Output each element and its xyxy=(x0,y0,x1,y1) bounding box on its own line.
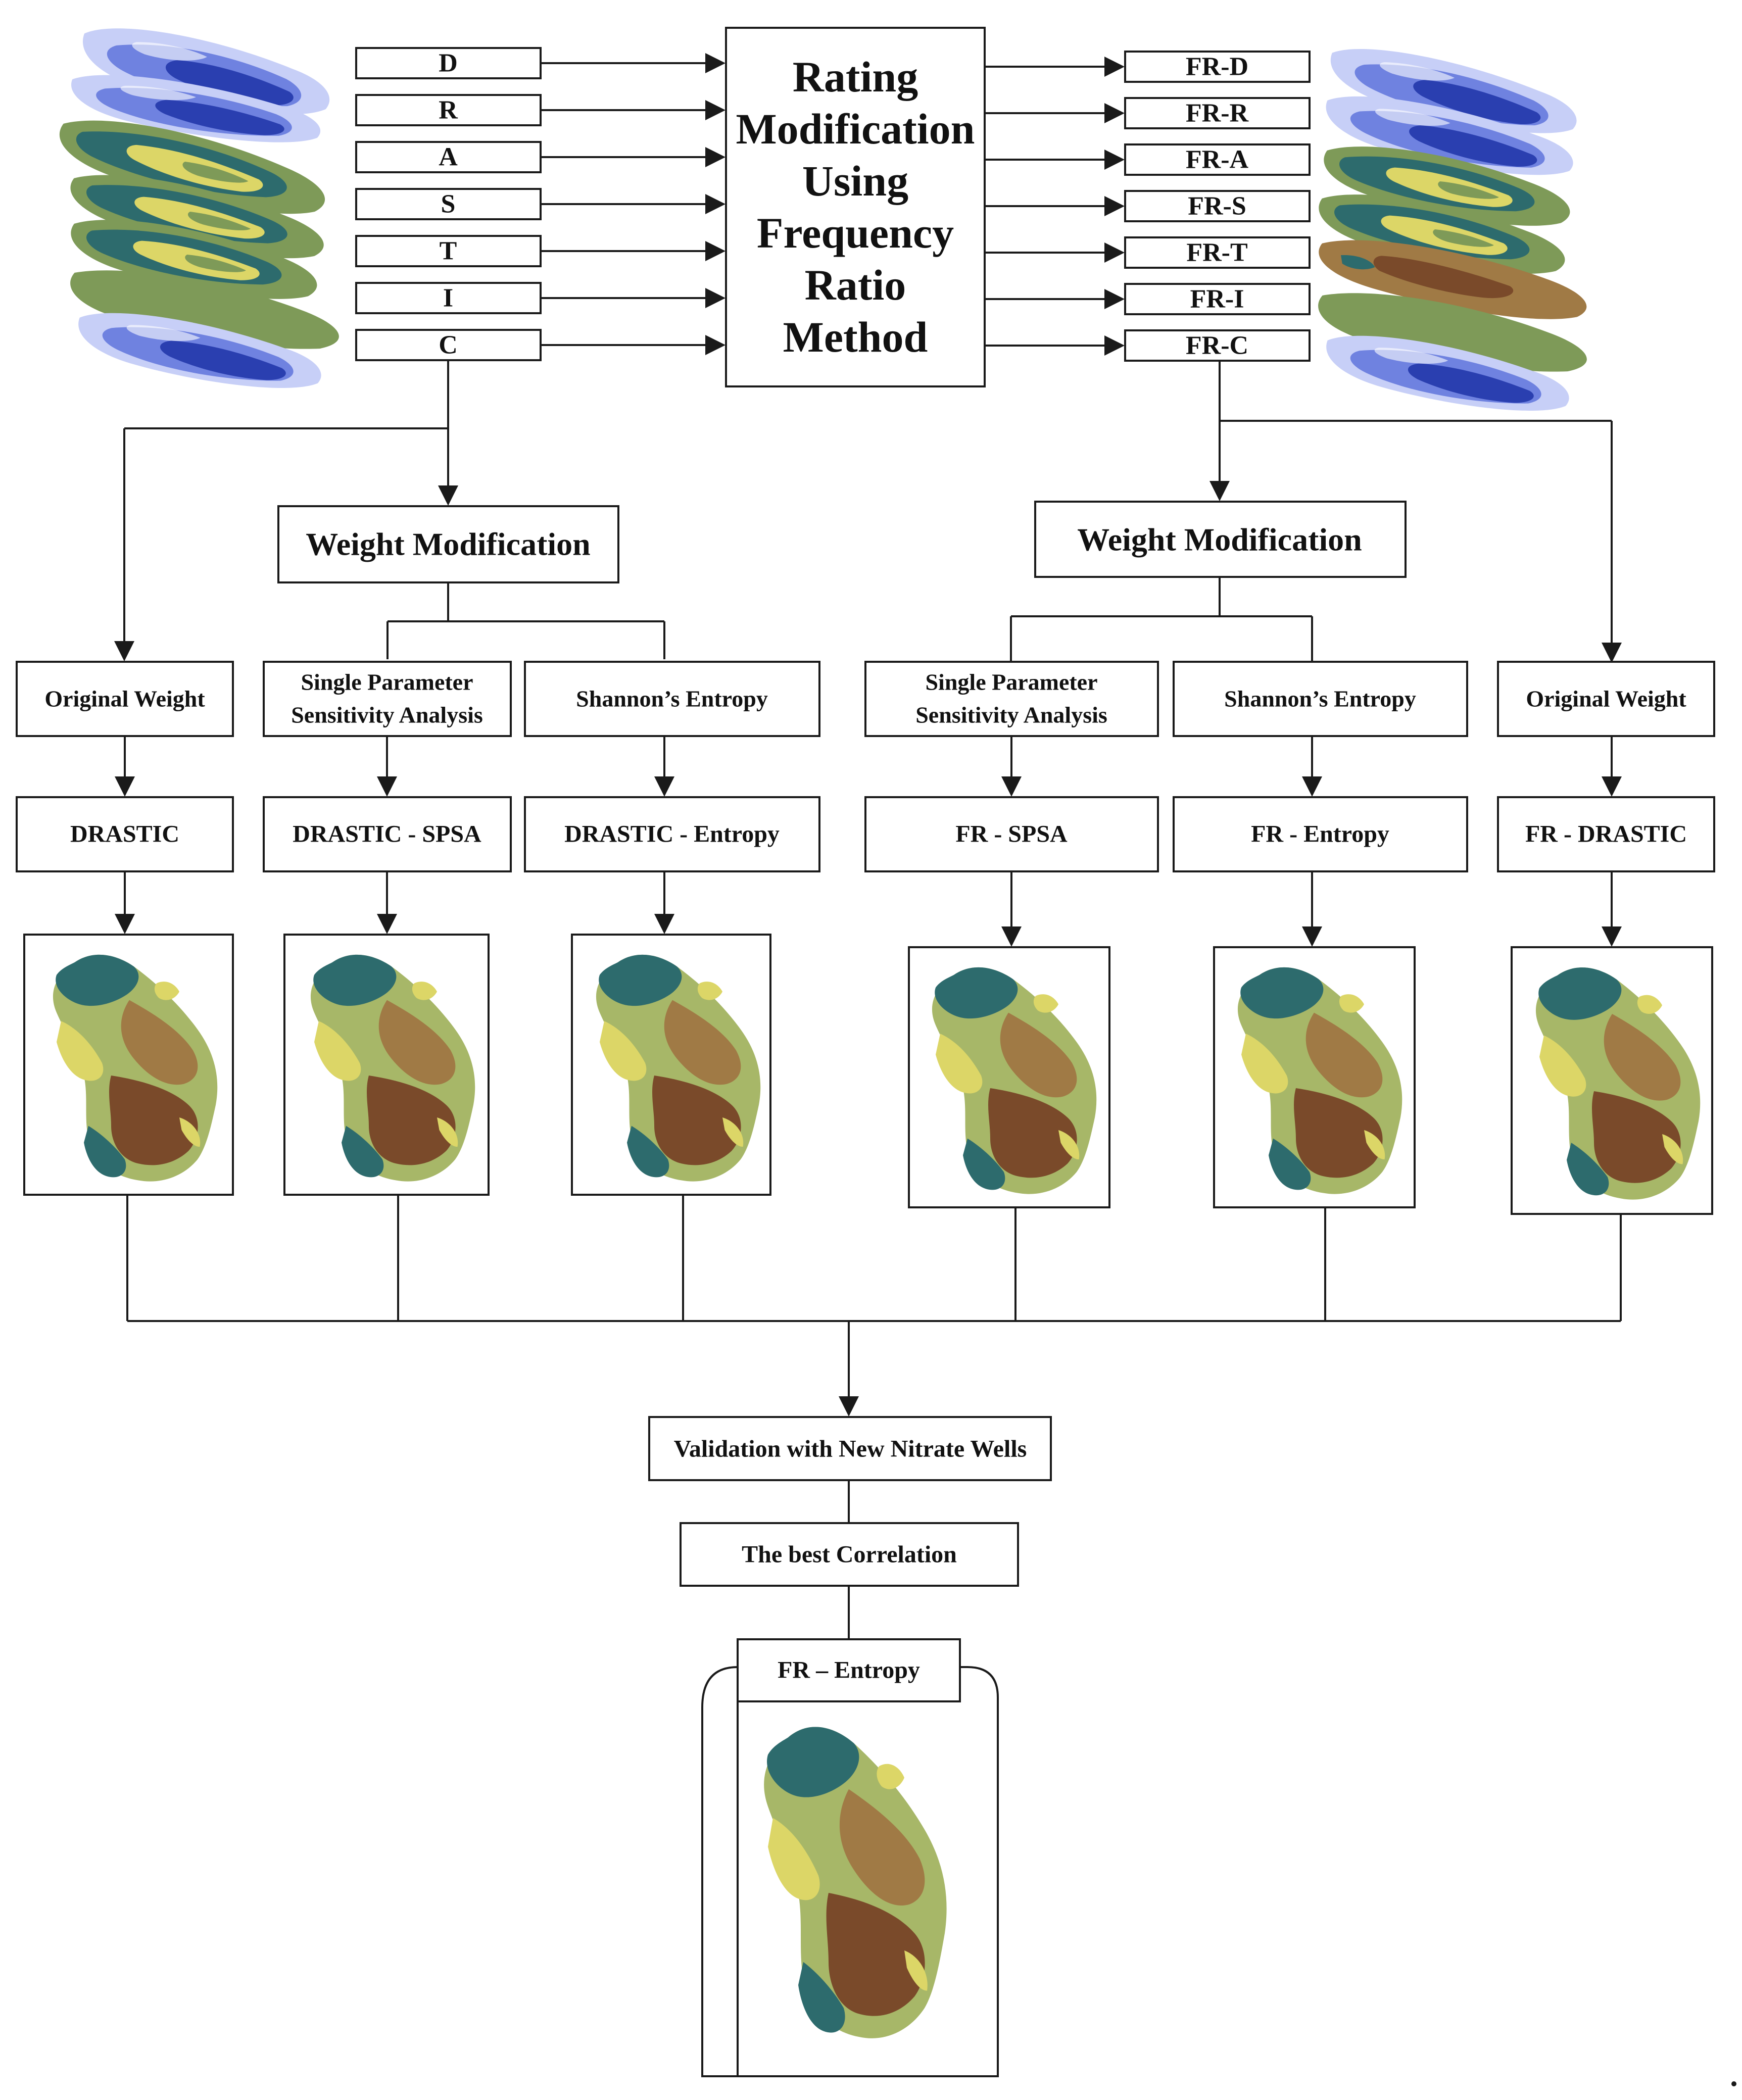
input-parameter-maps-left xyxy=(52,21,339,395)
best-correlation-label: The best Correlation xyxy=(742,1541,957,1568)
fr-label-a: FR-A xyxy=(1186,145,1249,174)
model-fr-entropy: FR - Entropy xyxy=(1173,796,1468,872)
right-branch-connectors xyxy=(1010,361,1622,663)
method-spsa-right: Single Parameter Sensitivity Analysis xyxy=(864,661,1159,737)
method-spsa-right-line1: Single Parameter xyxy=(925,669,1097,695)
method-original-weight-right-label: Original Weight xyxy=(1526,686,1686,712)
model-fr-drastic-label: FR - DRASTIC xyxy=(1525,821,1687,848)
left-weight-modification-box: Weight Modification xyxy=(277,505,619,583)
method-original-weight-left-label: Original Weight xyxy=(44,686,205,712)
input-label-r: R xyxy=(439,96,458,125)
merge-connectors xyxy=(126,1195,1622,1417)
right-weight-modification-box: Weight Modification xyxy=(1034,501,1407,578)
fr-box-s: FR-S xyxy=(1124,190,1311,222)
output-arrows xyxy=(985,57,1125,356)
input-box-t: T xyxy=(355,235,542,267)
input-box-c: C xyxy=(355,329,542,361)
model-drastic-entropy-label: DRASTIC - Entropy xyxy=(564,821,780,848)
model-drastic-spsa: DRASTIC - SPSA xyxy=(263,796,512,872)
best-correlation-box: The best Correlation xyxy=(680,1522,1019,1587)
left-branch-connectors xyxy=(114,360,665,661)
input-box-s: S xyxy=(355,188,542,220)
model-drastic-label: DRASTIC xyxy=(70,821,179,848)
method-entropy-left: Shannon’s Entropy xyxy=(524,661,820,737)
validation-label: Validation with New Nitrate Wells xyxy=(674,1436,1027,1462)
input-label-s: S xyxy=(441,190,456,219)
right-method-row: Single Parameter Sensitivity Analysis Sh… xyxy=(864,661,1715,737)
method-spsa-left-line2: Sensitivity Analysis xyxy=(291,702,483,728)
fr-label-s: FR-S xyxy=(1188,192,1246,221)
model-drastic-entropy: DRASTIC - Entropy xyxy=(524,796,820,872)
vulnerability-map-fr-spsa xyxy=(908,946,1110,1208)
method-original-weight-right: Original Weight xyxy=(1497,661,1715,737)
method-spsa-left: Single Parameter Sensitivity Analysis xyxy=(263,661,512,737)
final-result-panel: FR – Entropy xyxy=(701,1638,999,2077)
final-result-label: FR – Entropy xyxy=(778,1657,920,1684)
model-fr-spsa-label: FR - SPSA xyxy=(955,821,1068,848)
center-line-6: Method xyxy=(783,313,928,361)
vulnerability-map-drastic-spsa xyxy=(283,934,490,1196)
right-weight-modification-label: Weight Modification xyxy=(1077,522,1362,558)
rating-modification-box: Rating Modification Using Frequency Rati… xyxy=(725,27,986,387)
method-entropy-left-label: Shannon’s Entropy xyxy=(576,686,768,712)
model-drastic: DRASTIC xyxy=(16,796,234,872)
fr-label-t: FR-T xyxy=(1186,238,1247,267)
input-box-i: I xyxy=(355,282,542,314)
fr-box-a: FR-A xyxy=(1124,143,1311,176)
stray-dot xyxy=(1731,2081,1736,2086)
method-entropy-right-label: Shannon’s Entropy xyxy=(1224,686,1416,712)
input-label-i: I xyxy=(443,284,453,313)
method-entropy-right: Shannon’s Entropy xyxy=(1173,661,1468,737)
center-line-2: Modification xyxy=(736,105,975,153)
center-line-5: Ratio xyxy=(805,261,906,309)
input-label-c: C xyxy=(439,331,458,360)
input-label-a: A xyxy=(439,143,458,172)
vulnerability-map-drastic xyxy=(23,934,234,1196)
fr-box-d: FR-D xyxy=(1124,51,1311,83)
fr-parameter-maps-right xyxy=(1313,41,1587,418)
model-fr-entropy-label: FR - Entropy xyxy=(1251,821,1389,848)
input-box-a: A xyxy=(355,141,542,173)
model-fr-drastic: FR - DRASTIC xyxy=(1497,796,1715,872)
left-weight-modification-label: Weight Modification xyxy=(306,526,591,562)
fr-label-c: FR-C xyxy=(1186,331,1248,360)
method-spsa-left-line1: Single Parameter xyxy=(301,669,473,695)
input-label-d: D xyxy=(439,49,458,78)
input-parameter-list: D R A S T I C xyxy=(355,47,542,361)
left-method-row: Original Weight Single Parameter Sensiti… xyxy=(16,661,820,737)
center-line-3: Using xyxy=(802,157,908,205)
method-to-model-arrows xyxy=(115,736,1622,797)
fr-label-i: FR-I xyxy=(1190,285,1244,314)
vulnerability-map-fr-entropy xyxy=(1213,946,1416,1208)
fr-parameter-list: FR-D FR-R FR-A FR-S FR-T FR-I FR-C xyxy=(1124,51,1311,362)
model-row: DRASTIC DRASTIC - SPSA DRASTIC - Entropy… xyxy=(16,796,1715,872)
model-drastic-spsa-label: DRASTIC - SPSA xyxy=(293,821,481,848)
vulnerability-map-fr-drastic xyxy=(1511,946,1713,1215)
fr-box-i: FR-I xyxy=(1124,283,1311,315)
method-spsa-right-line2: Sensitivity Analysis xyxy=(915,702,1107,728)
center-line-4: Frequency xyxy=(757,209,954,257)
input-box-r: R xyxy=(355,94,542,126)
fr-label-r: FR-R xyxy=(1186,99,1249,128)
model-to-map-arrows xyxy=(115,871,1622,947)
fr-box-r: FR-R xyxy=(1124,97,1311,129)
fr-box-c: FR-C xyxy=(1124,329,1311,362)
vulnerability-map-drastic-entropy xyxy=(571,934,771,1196)
input-arrows xyxy=(541,53,725,355)
input-box-d: D xyxy=(355,47,542,79)
model-fr-spsa: FR - SPSA xyxy=(864,796,1159,872)
fr-box-t: FR-T xyxy=(1124,236,1311,269)
input-label-t: T xyxy=(440,237,457,266)
validation-box: Validation with New Nitrate Wells xyxy=(648,1416,1052,1481)
method-original-weight-left: Original Weight xyxy=(16,661,234,737)
center-line-1: Rating xyxy=(793,53,918,101)
fr-label-d: FR-D xyxy=(1186,53,1248,81)
